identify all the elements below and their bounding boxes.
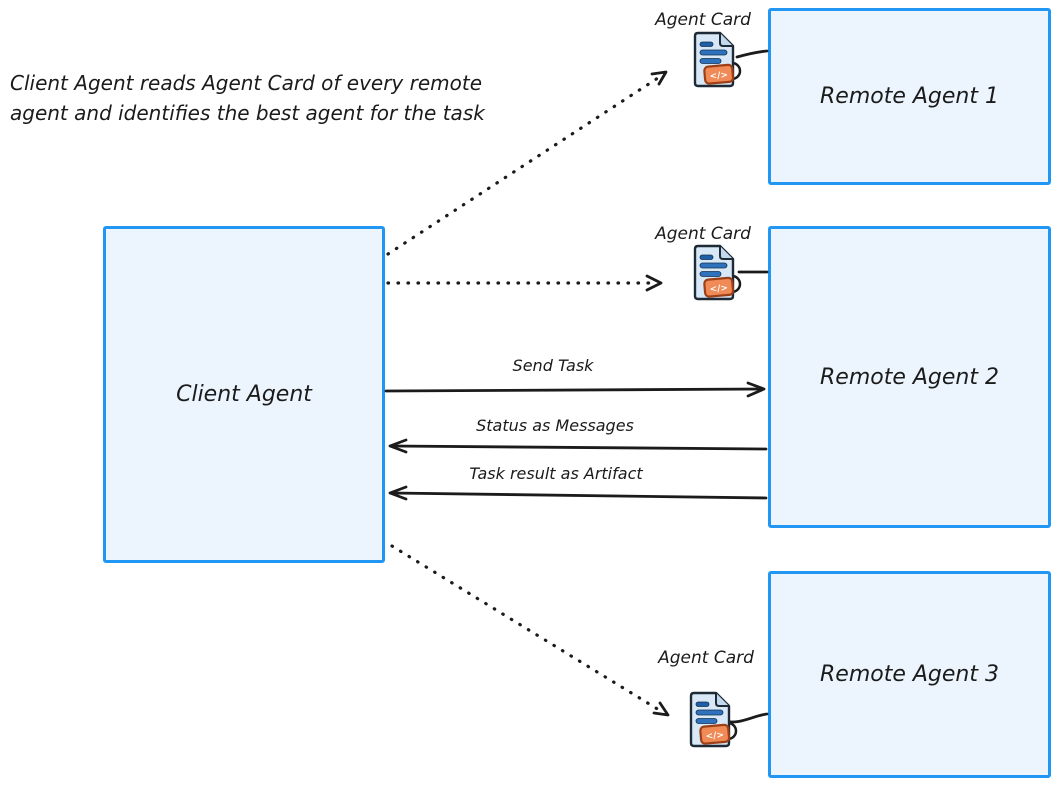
description-line-1: Client Agent reads Agent Card of every r… — [10, 71, 483, 95]
agent-card-label-2: Agent Card — [655, 224, 751, 244]
send-task-arrow — [384, 381, 766, 398]
dotted-arrow-to-agent-card-2 — [386, 274, 663, 292]
node-remote-agent-3-label: Remote Agent 3 — [820, 662, 999, 687]
node-client-agent-label: Client Agent — [176, 382, 312, 407]
description-text: Client Agent reads Agent Card of every r… — [10, 68, 540, 128]
node-remote-agent-2-label: Remote Agent 2 — [820, 364, 999, 390]
agent-card-icon-2 — [682, 243, 744, 303]
agent-card-label-1: Agent Card — [655, 10, 751, 30]
description-line-2: agent and identifies the best agent for … — [10, 101, 485, 125]
agent-card-icon-3 — [678, 690, 740, 750]
node-client-agent: Client Agent — [103, 226, 385, 563]
agent-card-label-3: Agent Card — [658, 648, 754, 668]
task-result-arrow-label: Task result as Artifact — [469, 464, 643, 483]
node-remote-agent-1-label: Remote Agent 1 — [820, 84, 999, 109]
node-remote-agent-2: Remote Agent 2 — [768, 226, 1051, 528]
status-arrow-label: Status as Messages — [476, 416, 634, 435]
task-result-arrow — [388, 485, 768, 501]
status-arrow — [388, 438, 768, 454]
node-remote-agent-1: Remote Agent 1 — [768, 8, 1051, 185]
node-remote-agent-3: Remote Agent 3 — [768, 571, 1051, 778]
agent-card-icon-1 — [682, 30, 744, 90]
send-task-arrow-label: Send Task — [512, 356, 594, 375]
dotted-arrow-to-agent-card-3 — [390, 544, 670, 717]
